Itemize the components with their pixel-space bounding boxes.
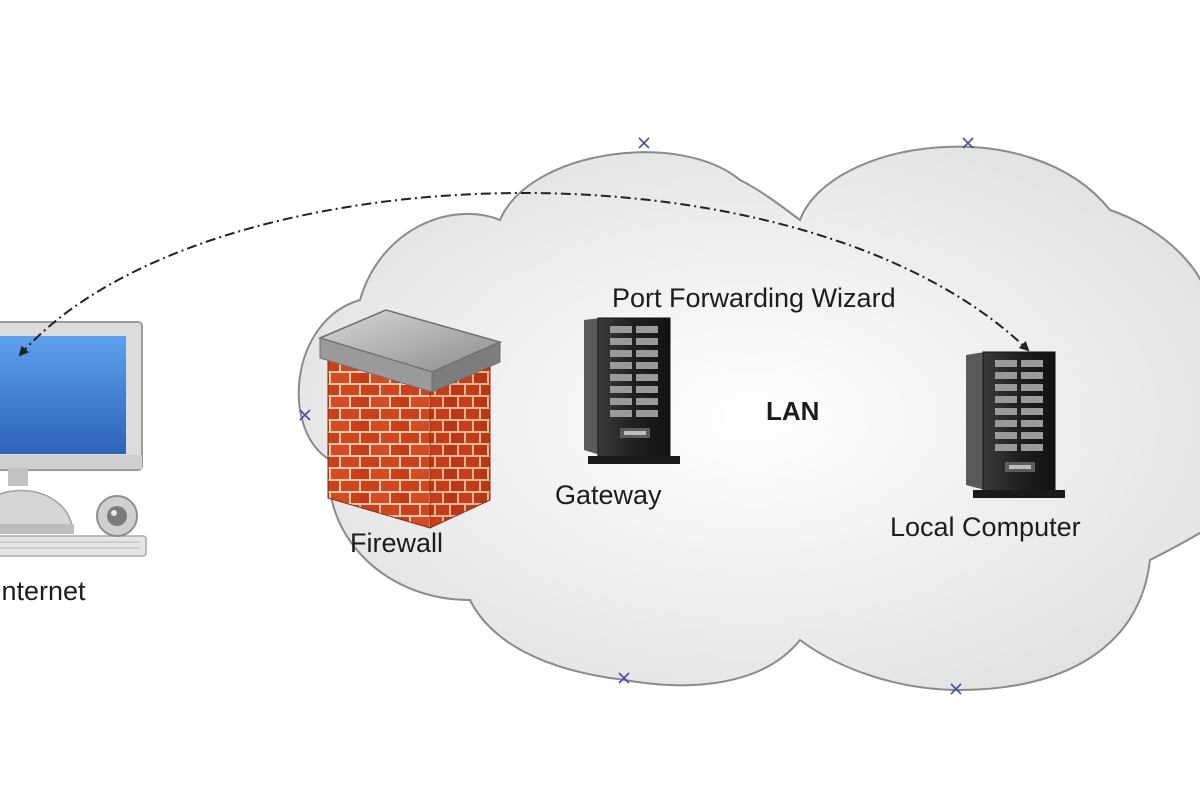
drive-bay (995, 384, 1017, 391)
drive-bay (1021, 408, 1043, 415)
local-computer-label: Local Computer (890, 512, 1081, 542)
drive-bay (636, 386, 658, 393)
drive-bay (610, 386, 632, 393)
drive-bay (995, 420, 1017, 427)
drive-bay (995, 396, 1017, 403)
handle-marker (299, 409, 311, 421)
drive-bay (995, 444, 1017, 451)
drive-bay (636, 350, 658, 357)
drive-bay (636, 374, 658, 381)
drive-bay (610, 410, 632, 417)
server-tower-icon (584, 317, 680, 464)
drive-bay (995, 360, 1017, 367)
gateway-label: Gateway (555, 480, 662, 510)
drive-bay (995, 432, 1017, 439)
drive-bay (610, 350, 632, 357)
wizard-label: Port Forwarding Wizard (612, 283, 896, 313)
lan-cloud (297, 145, 1200, 692)
drive-bay (1021, 432, 1043, 439)
drive-bay (610, 326, 632, 333)
drive-bay (1021, 420, 1043, 427)
drive-bay (1021, 384, 1043, 391)
drive-bay (610, 362, 632, 369)
drive-bay (636, 398, 658, 405)
lan-label: LAN (766, 396, 820, 426)
server-tower-icon (966, 351, 1065, 498)
desktop-computer-icon (0, 321, 147, 557)
drive-bay (1021, 396, 1043, 403)
drive-bay (995, 408, 1017, 415)
firewall-label: Firewall (350, 528, 444, 558)
drive-bay (636, 338, 658, 345)
handle-marker (950, 683, 962, 695)
drive-bay (995, 372, 1017, 379)
handle-marker (638, 137, 650, 149)
drive-bay (636, 362, 658, 369)
drive-bay (1021, 444, 1043, 451)
drive-bay (610, 374, 632, 381)
drive-bay (636, 410, 658, 417)
drive-bay (636, 326, 658, 333)
drive-bay (1021, 360, 1043, 367)
handle-marker (618, 672, 630, 684)
drive-bay (610, 398, 632, 405)
connection-arrow (18, 191, 1030, 357)
drive-bay (1021, 372, 1043, 379)
drive-bay (610, 338, 632, 345)
handle-marker (962, 137, 974, 149)
internet-label: Internet (0, 576, 86, 606)
brick-firewall-icon (317, 309, 503, 529)
selection-handles (299, 137, 974, 695)
